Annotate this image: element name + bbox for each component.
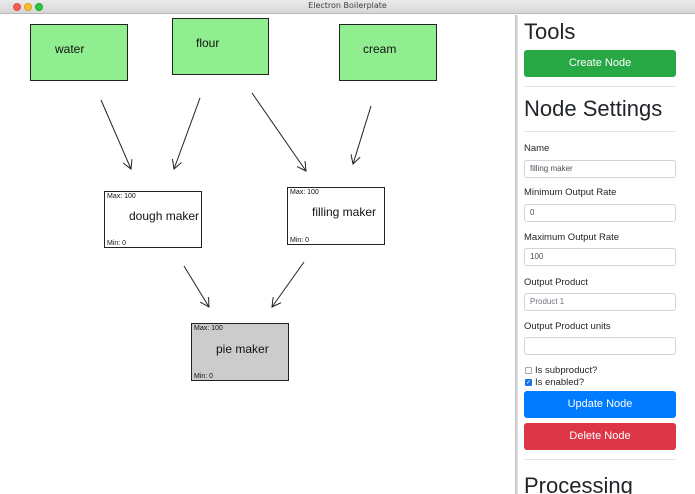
close-window-icon[interactable] — [13, 3, 21, 11]
node-max: Max: 100 — [290, 189, 319, 196]
node-label: dough maker — [129, 209, 200, 223]
node-dough-maker[interactable]: Max: 100 dough maker Min: 0 — [104, 191, 202, 248]
node-min: Min: 0 — [107, 240, 127, 247]
output-product-label: Output Product — [524, 277, 588, 288]
node-min: Min: 0 — [194, 373, 214, 380]
enabled-checkbox[interactable]: ✓ — [525, 379, 532, 386]
name-field[interactable]: filling maker — [524, 160, 676, 178]
subproduct-checkbox[interactable] — [525, 367, 532, 374]
output-units-label: Output Product units — [524, 321, 611, 332]
panel-divider[interactable] — [515, 15, 518, 494]
node-label: pie maker — [216, 342, 269, 356]
node-flour[interactable]: flour — [172, 18, 269, 75]
edge-water-dough — [100, 99, 131, 169]
min-output-rate-field[interactable]: 0 — [524, 204, 676, 222]
minimize-window-icon[interactable] — [24, 3, 32, 11]
window-title: Electron Boilerplate — [308, 1, 387, 10]
divider-line — [524, 131, 676, 132]
edge-flour-dough — [174, 97, 201, 169]
name-label: Name — [524, 143, 550, 154]
min-output-rate-label: Minimum Output Rate — [524, 187, 617, 198]
max-output-rate-label: Maximum Output Rate — [524, 232, 620, 243]
graph-edges — [100, 92, 372, 494]
update-node-button[interactable]: Update Node — [524, 391, 676, 418]
title-bar: Electron Boilerplate — [0, 0, 695, 14]
edge-filling-pie — [272, 261, 305, 307]
output-units-field[interactable] — [524, 337, 676, 355]
node-label: cream — [363, 42, 397, 56]
maximize-window-icon[interactable] — [35, 3, 43, 11]
enabled-label: Is enabled? — [535, 377, 585, 388]
node-pie-maker[interactable]: Max: 100 pie maker Min: 0 — [191, 323, 289, 381]
node-cream[interactable]: cream — [339, 24, 437, 81]
graph-canvas[interactable]: water flour cream Max: 100 dough maker M… — [0, 15, 515, 494]
node-max: Max: 100 — [107, 193, 136, 200]
divider-line — [524, 86, 676, 87]
node-min: Min: 0 — [290, 237, 310, 244]
tools-heading: Tools — [524, 19, 576, 44]
processing-heading: Processing — [524, 473, 633, 494]
edge-flour-filling — [251, 92, 306, 171]
output-product-field[interactable]: Product 1 — [524, 293, 676, 311]
node-water[interactable]: water — [30, 24, 128, 81]
max-output-rate-field[interactable]: 100 — [524, 248, 676, 266]
subproduct-label: Is subproduct? — [535, 365, 598, 376]
create-node-button[interactable]: Create Node — [524, 50, 676, 77]
node-filling-maker[interactable]: Max: 100 filling maker Min: 0 — [287, 187, 385, 245]
node-max: Max: 100 — [194, 325, 223, 332]
edge-cream-filling — [353, 105, 372, 164]
settings-panel: Tools Create Node Node Settings Name fil… — [518, 15, 695, 494]
node-label: filling maker — [312, 205, 377, 219]
node-label: flour — [196, 36, 220, 50]
node-label: water — [55, 42, 85, 56]
node-settings-heading: Node Settings — [524, 96, 663, 121]
divider-line — [524, 459, 676, 460]
delete-node-button[interactable]: Delete Node — [524, 423, 676, 450]
edge-dough-pie — [183, 265, 209, 307]
